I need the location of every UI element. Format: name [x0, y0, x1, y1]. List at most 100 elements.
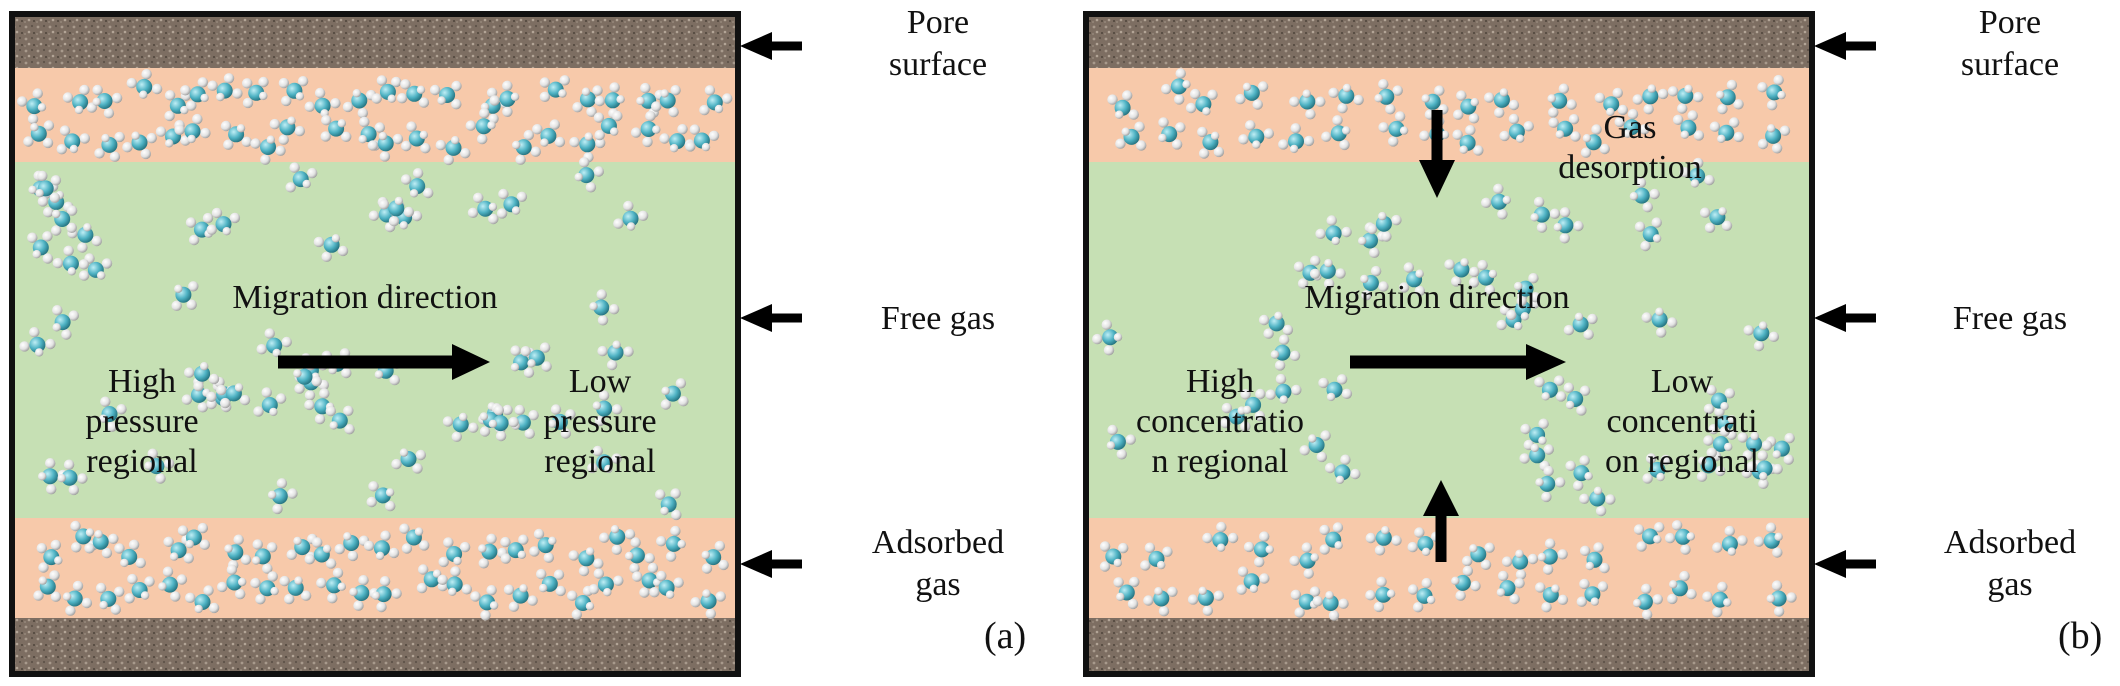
label-line: surface: [888, 46, 988, 83]
methane-molecule: [1265, 373, 1302, 404]
methane-molecule: [1642, 453, 1672, 484]
gas-desorption-label: Gas desorption: [1530, 108, 1730, 188]
methane-molecule: [1378, 111, 1409, 147]
methane-molecule: [1667, 84, 1704, 114]
methane-molecule: [512, 129, 541, 165]
methane-molecule: [1501, 549, 1539, 580]
methane-molecule: [660, 378, 689, 410]
methane-molecule: [442, 412, 479, 442]
migration-arrow-a: [278, 344, 490, 380]
methane-molecule: [316, 567, 346, 604]
methane-molecule: [1258, 311, 1294, 339]
methane-molecule: [1534, 375, 1567, 402]
methane-molecule: [184, 362, 220, 392]
methane-molecule: [313, 234, 349, 262]
methane-molecule: [363, 530, 400, 560]
methane-molecule: [1563, 312, 1598, 340]
methane-molecule: [594, 82, 625, 119]
methane-molecule: [1374, 79, 1403, 115]
methane-molecule: [1197, 126, 1225, 159]
methane-molecule: [396, 79, 430, 108]
methane-molecule: [588, 568, 624, 597]
methane-molecule: [1328, 83, 1364, 114]
methane-molecule: [371, 576, 402, 613]
methane-molecule: [1757, 74, 1786, 111]
methane-molecule: [126, 69, 163, 99]
methane-molecule: [1667, 570, 1697, 605]
methane-molecule: [67, 223, 103, 253]
methane-molecule: [699, 85, 733, 116]
methane-molecule: [114, 539, 146, 569]
methane-molecule: [1315, 215, 1352, 246]
methane-molecule: [36, 539, 63, 573]
high-pressure-region-label: High pressure regional: [42, 362, 242, 482]
label-line: Adsorbed: [871, 524, 1005, 561]
region-line: High: [1186, 363, 1254, 400]
methane-molecule: [1580, 124, 1610, 158]
methane-molecule: [1113, 576, 1140, 610]
methane-molecule: [1634, 217, 1662, 252]
methane-molecule: [599, 525, 636, 555]
region-line: High: [108, 363, 176, 400]
methane-molecule: [57, 459, 88, 496]
methane-molecule: [496, 188, 528, 219]
methane-molecule: [285, 162, 318, 193]
methane-molecule: [174, 113, 211, 144]
methane-molecule: [568, 547, 604, 577]
molecules-b: [1092, 68, 1797, 621]
methane-molecule: [320, 115, 352, 142]
methane-molecule: [1547, 83, 1577, 118]
methane-molecule: [1553, 207, 1584, 244]
methane-molecule: [1092, 319, 1123, 356]
methane-molecule: [378, 196, 414, 227]
pore-surface-label-b: Pore surface: [1900, 2, 2120, 86]
methane-molecule: [701, 540, 729, 574]
methane-molecule: [1535, 465, 1566, 503]
methane-molecule: [1519, 443, 1555, 472]
methane-molecule: [1633, 583, 1663, 620]
methane-molecule: [529, 528, 557, 563]
methane-molecule: [220, 120, 252, 150]
methane-molecule: [1319, 522, 1344, 555]
methane-molecule: [1579, 486, 1616, 517]
methane-molecule: [1709, 117, 1744, 143]
methane-molecule: [1672, 110, 1705, 141]
label-line: Pore: [906, 4, 970, 41]
methane-molecule: [613, 200, 649, 231]
methane-molecule: [1535, 582, 1569, 613]
methane-molecule: [253, 387, 287, 417]
methane-molecule: [304, 537, 337, 569]
methane-molecule: [1699, 207, 1733, 233]
desorption-arrow-up: [1423, 480, 1459, 562]
methane-molecule: [1664, 520, 1696, 555]
methane-molecule: [1240, 388, 1266, 422]
methane-molecule: [171, 281, 199, 311]
methane-molecule: [1452, 125, 1484, 156]
methane-molecule: [574, 157, 604, 193]
methane-molecule: [1321, 115, 1351, 151]
methane-molecule: [1468, 259, 1498, 296]
methane-molecule: [1235, 81, 1269, 110]
methane-molecule: [52, 245, 90, 276]
methane-molecule: [56, 125, 91, 155]
methane-molecule: [1565, 455, 1593, 491]
panel-tag-b: (b): [2058, 615, 2103, 657]
methane-molecule: [35, 170, 62, 203]
methane-molecule: [1202, 521, 1239, 552]
pore-surface-top-a: [12, 14, 738, 68]
methane-molecule: [164, 90, 192, 122]
methane-molecule: [593, 110, 623, 141]
methane-molecule: [1499, 113, 1534, 143]
methane-molecule: [1496, 570, 1525, 605]
label-line: surface: [1960, 46, 2060, 83]
methane-molecule: [539, 75, 570, 103]
methane-molecule: [269, 116, 305, 145]
methane-molecule: [1548, 114, 1581, 142]
methane-molecule: [690, 589, 726, 619]
methane-molecule: [1290, 586, 1321, 618]
panel-frame-b: [1083, 11, 1815, 677]
methane-molecule: [1633, 522, 1665, 552]
methane-molecule: [470, 585, 499, 621]
methane-molecule: [1743, 321, 1780, 352]
